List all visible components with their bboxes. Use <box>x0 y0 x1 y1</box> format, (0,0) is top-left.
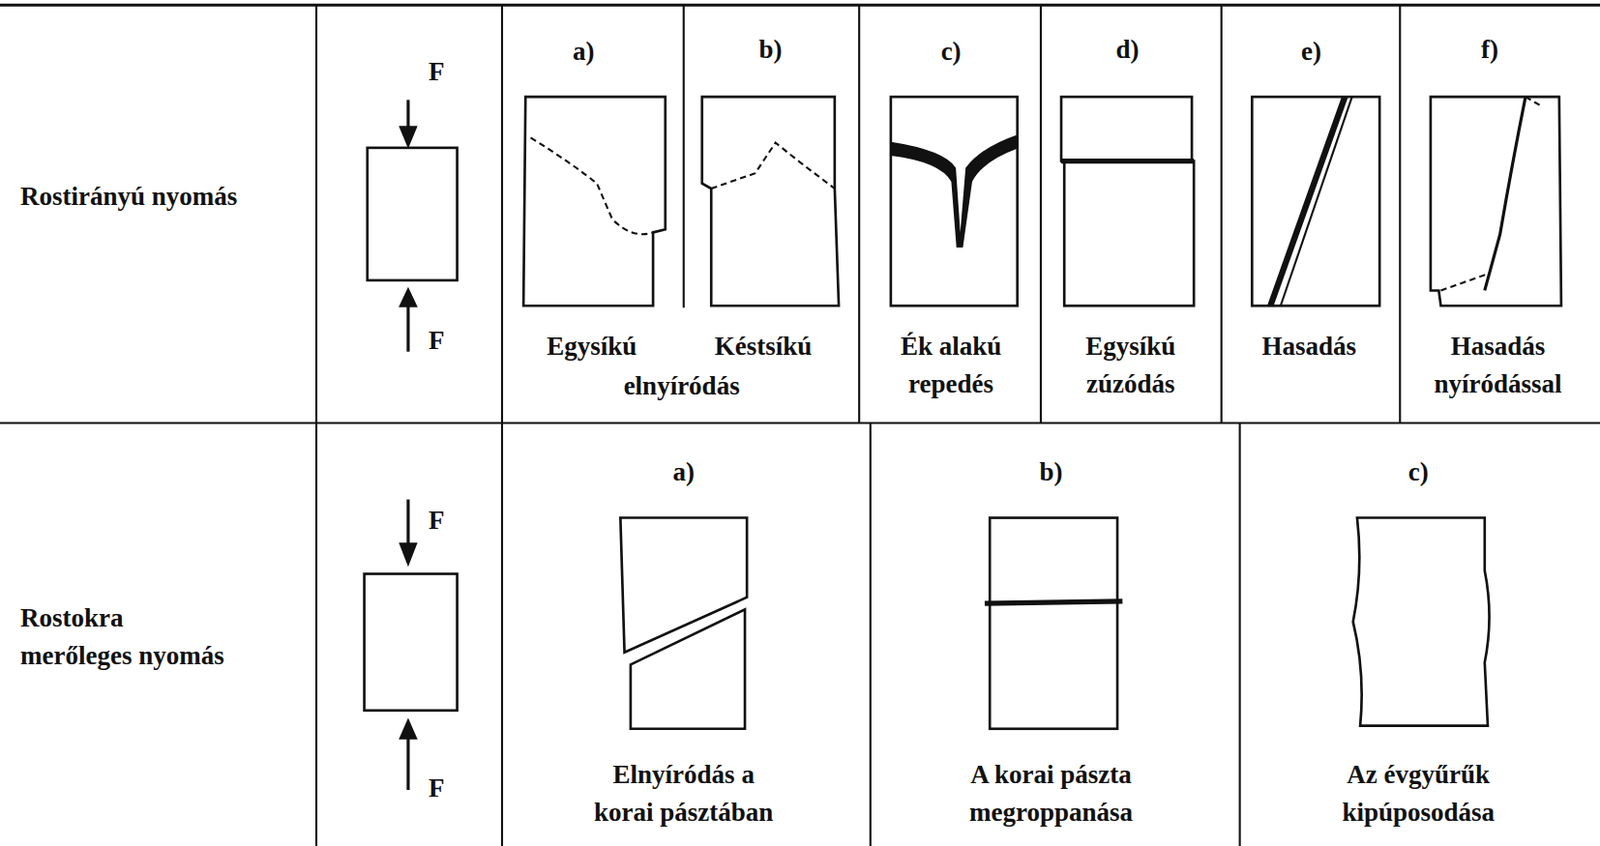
table-rule <box>0 421 1600 424</box>
table-cell-text: Elnyíródás a korai pásztában <box>545 756 822 832</box>
split-line <box>1484 96 1526 291</box>
arrow-head <box>401 127 416 146</box>
table-cell-text: Rostirányú nyomás <box>20 177 297 216</box>
specimen <box>890 96 1018 306</box>
force-arrows <box>401 99 416 791</box>
table-rule <box>869 423 872 846</box>
table-rule <box>1220 4 1223 423</box>
shear-line <box>531 137 654 235</box>
callout-letter: F <box>428 53 470 91</box>
specimen <box>1251 96 1380 306</box>
shear-line <box>711 143 835 189</box>
table-cell-text: Hasadás nyíródással <box>1403 327 1593 404</box>
table-cell-text: Késtsíkú <box>714 327 813 366</box>
callout-letter: c) <box>1408 453 1429 492</box>
arrow-head <box>401 290 416 306</box>
callout-letter: a) <box>672 453 695 492</box>
force-arrow <box>406 500 410 549</box>
table-rule <box>0 3 1600 7</box>
callout-letter: a) <box>572 32 595 71</box>
specimen <box>620 518 747 653</box>
specimen <box>1061 96 1192 161</box>
specimen-outlines <box>364 96 1562 730</box>
buckle-line <box>984 601 1123 604</box>
table-rule <box>501 4 504 846</box>
arrow-head <box>401 544 416 563</box>
callout-letter: F <box>428 322 470 360</box>
specimen <box>1064 161 1194 307</box>
table-cell-text: elnyíródás <box>623 367 741 406</box>
table-rule <box>315 4 318 846</box>
table-cell-text: Ék alakú repedés <box>871 327 1031 404</box>
split-line <box>1280 96 1353 306</box>
specimen <box>989 518 1118 730</box>
arrow-head <box>401 721 416 739</box>
table-cell-text: A korai pászta megroppanása <box>913 756 1189 832</box>
table-rule <box>682 4 685 308</box>
specimen <box>1430 96 1562 306</box>
table-rule <box>1239 423 1242 846</box>
table-rule <box>1398 4 1401 423</box>
callout-letter: b) <box>1038 453 1063 492</box>
callout-letter: d) <box>1116 30 1140 69</box>
callout-letter: f) <box>1481 30 1499 69</box>
crush-band <box>1061 158 1194 164</box>
callout-letter: F <box>428 502 470 540</box>
callout-letter: e) <box>1301 32 1322 71</box>
failure-marks <box>531 96 1543 604</box>
specimen <box>702 96 839 306</box>
table-rule <box>1039 4 1042 423</box>
specimen <box>367 148 458 281</box>
specimen <box>630 609 745 729</box>
table-cell-text: Az évgyűrűk kipúposodása <box>1280 756 1557 832</box>
shear-line <box>1440 96 1542 291</box>
table-cell-text: Egysíkú <box>546 327 637 366</box>
specimen <box>1353 518 1490 727</box>
callout-letter: F <box>428 770 470 808</box>
table-cell-text: Hasadás <box>1262 327 1358 366</box>
table-cell-text: Egysíkú zúzódás <box>1046 327 1215 404</box>
table-cell-text: Rostokra merőleges nyomás <box>20 599 326 676</box>
split-line <box>1270 96 1345 306</box>
wedge-crack <box>890 135 1018 247</box>
force-arrow <box>406 736 410 791</box>
table-rule <box>858 4 860 423</box>
table-rules <box>0 4 1600 846</box>
specimen <box>523 96 666 306</box>
callout-letter: b) <box>758 30 782 69</box>
force-arrow <box>406 303 410 353</box>
specimen <box>364 574 458 712</box>
callout-letter: c) <box>941 32 962 71</box>
